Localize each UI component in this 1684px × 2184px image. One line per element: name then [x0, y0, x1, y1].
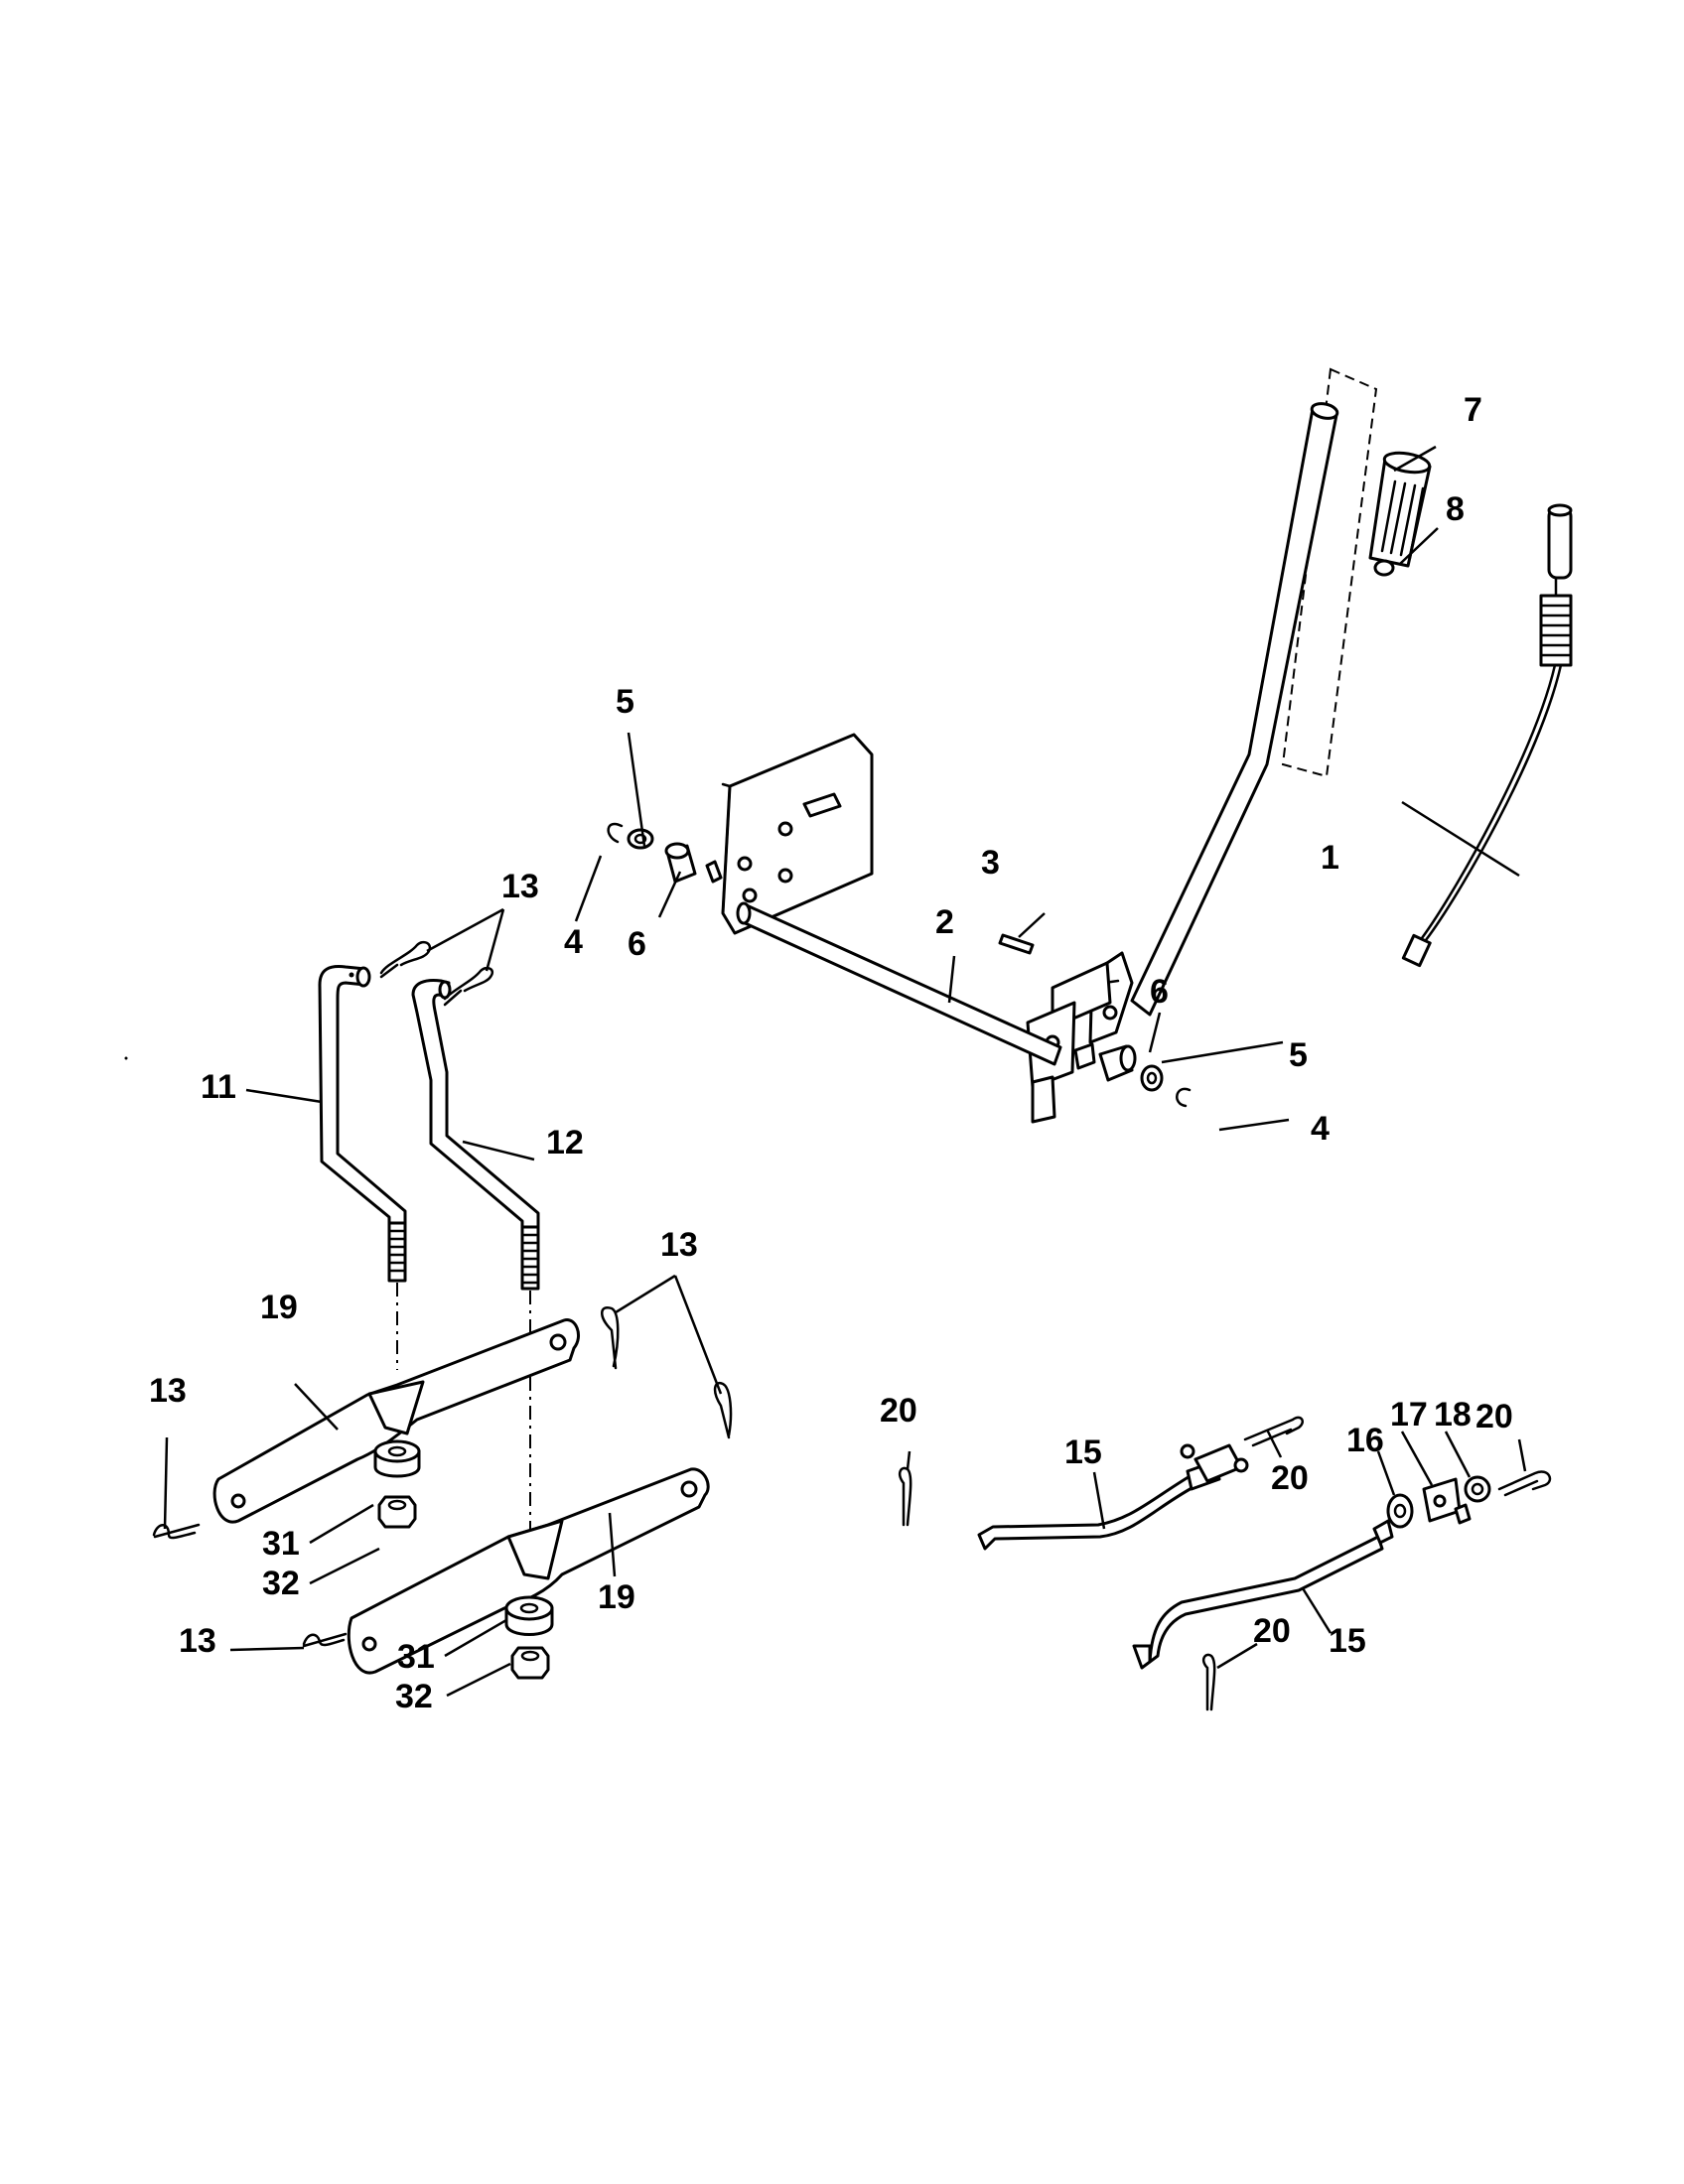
callout-13-top: 13 — [501, 868, 539, 905]
part-13-clip-d — [713, 1381, 733, 1439]
callout-11: 11 — [201, 1068, 236, 1106]
callout-13-bottom: 13 — [179, 1622, 216, 1660]
callout-15-upper: 15 — [1064, 1433, 1102, 1471]
stray-dot — [124, 1056, 128, 1060]
part-5-washer-left — [627, 828, 654, 850]
part-19-lift-arm-lower — [347, 1467, 710, 1675]
part-3-roll-pin — [998, 933, 1035, 955]
callout-20-upper: 20 — [1271, 1459, 1309, 1497]
part-2-shaft-bracket — [721, 733, 1062, 1066]
part-4-retainer-right — [1176, 1087, 1192, 1108]
part-20-cotter-pin-d — [1201, 1653, 1216, 1711]
callout-13-middle: 13 — [660, 1226, 698, 1264]
callout-16: 16 — [1346, 1422, 1384, 1459]
callout-3: 3 — [981, 844, 1000, 882]
callout-31-upper: 31 — [262, 1525, 300, 1563]
part-13-clip-c — [601, 1305, 620, 1370]
part-18-nut — [1464, 1475, 1491, 1503]
callout-7: 7 — [1464, 391, 1482, 429]
part-32-nut-lower — [510, 1646, 550, 1680]
callout-2: 2 — [935, 903, 954, 941]
leader-lines — [163, 445, 1527, 1698]
callout-17: 17 — [1390, 1396, 1428, 1433]
part-6-bushing-left — [664, 842, 723, 884]
part-17-trunnion — [1422, 1477, 1472, 1525]
callout-19-upper: 19 — [260, 1289, 298, 1326]
callout-32-lower: 32 — [395, 1678, 433, 1715]
callout-13-left: 13 — [149, 1372, 187, 1410]
lift-handle — [1026, 402, 1339, 1124]
part-19-lift-arm-upper — [212, 1318, 580, 1524]
callout-8: 8 — [1446, 490, 1465, 528]
part-20-cotter-pin-c — [1497, 1470, 1552, 1497]
part-13-clip-f — [302, 1632, 348, 1648]
part-13-clip-b — [443, 966, 494, 1007]
callout-5-right: 5 — [1289, 1036, 1308, 1074]
callout-6-right: 6 — [1150, 973, 1169, 1011]
callout-15-lower: 15 — [1329, 1622, 1366, 1660]
callout-6-left: 6 — [628, 925, 646, 963]
callout-5-left: 5 — [616, 683, 634, 721]
callout-12: 12 — [546, 1124, 584, 1161]
part-11-lift-link — [318, 965, 407, 1283]
callout-20-right: 20 — [1475, 1398, 1513, 1435]
callout-1: 1 — [1321, 839, 1339, 877]
part-4-retainer-left — [607, 822, 624, 844]
callout-19-lower: 19 — [598, 1578, 635, 1616]
part-32-nut-upper — [377, 1495, 417, 1529]
callout-4-right: 4 — [1311, 1110, 1330, 1148]
part-31-grommet-upper — [373, 1439, 421, 1478]
part-1-lift-rod — [1401, 503, 1573, 968]
callout-4-left: 4 — [564, 923, 583, 961]
part-12-lift-link — [411, 979, 540, 1291]
part-6-bushing-right — [1073, 1042, 1137, 1082]
part-31-grommet-lower — [504, 1595, 554, 1636]
callout-20-lower: 20 — [1253, 1612, 1291, 1650]
part-16-washer — [1386, 1493, 1414, 1529]
part-15-rod-lower — [1132, 1519, 1394, 1670]
grip-ghost-outline — [1281, 367, 1378, 778]
part-5-washer-right — [1140, 1064, 1164, 1092]
part-20-cotter-pin-a — [898, 1466, 912, 1527]
part-15-rod-upper — [977, 1443, 1249, 1551]
callout-18: 18 — [1434, 1396, 1472, 1433]
callout-31-lower: 31 — [397, 1638, 435, 1676]
part-8-grip-cap — [1373, 559, 1395, 577]
part-13-clip-a — [379, 940, 432, 979]
part-13-clip-e — [152, 1523, 201, 1540]
callout-20-left: 20 — [880, 1392, 917, 1430]
callout-32-upper: 32 — [262, 1565, 300, 1602]
